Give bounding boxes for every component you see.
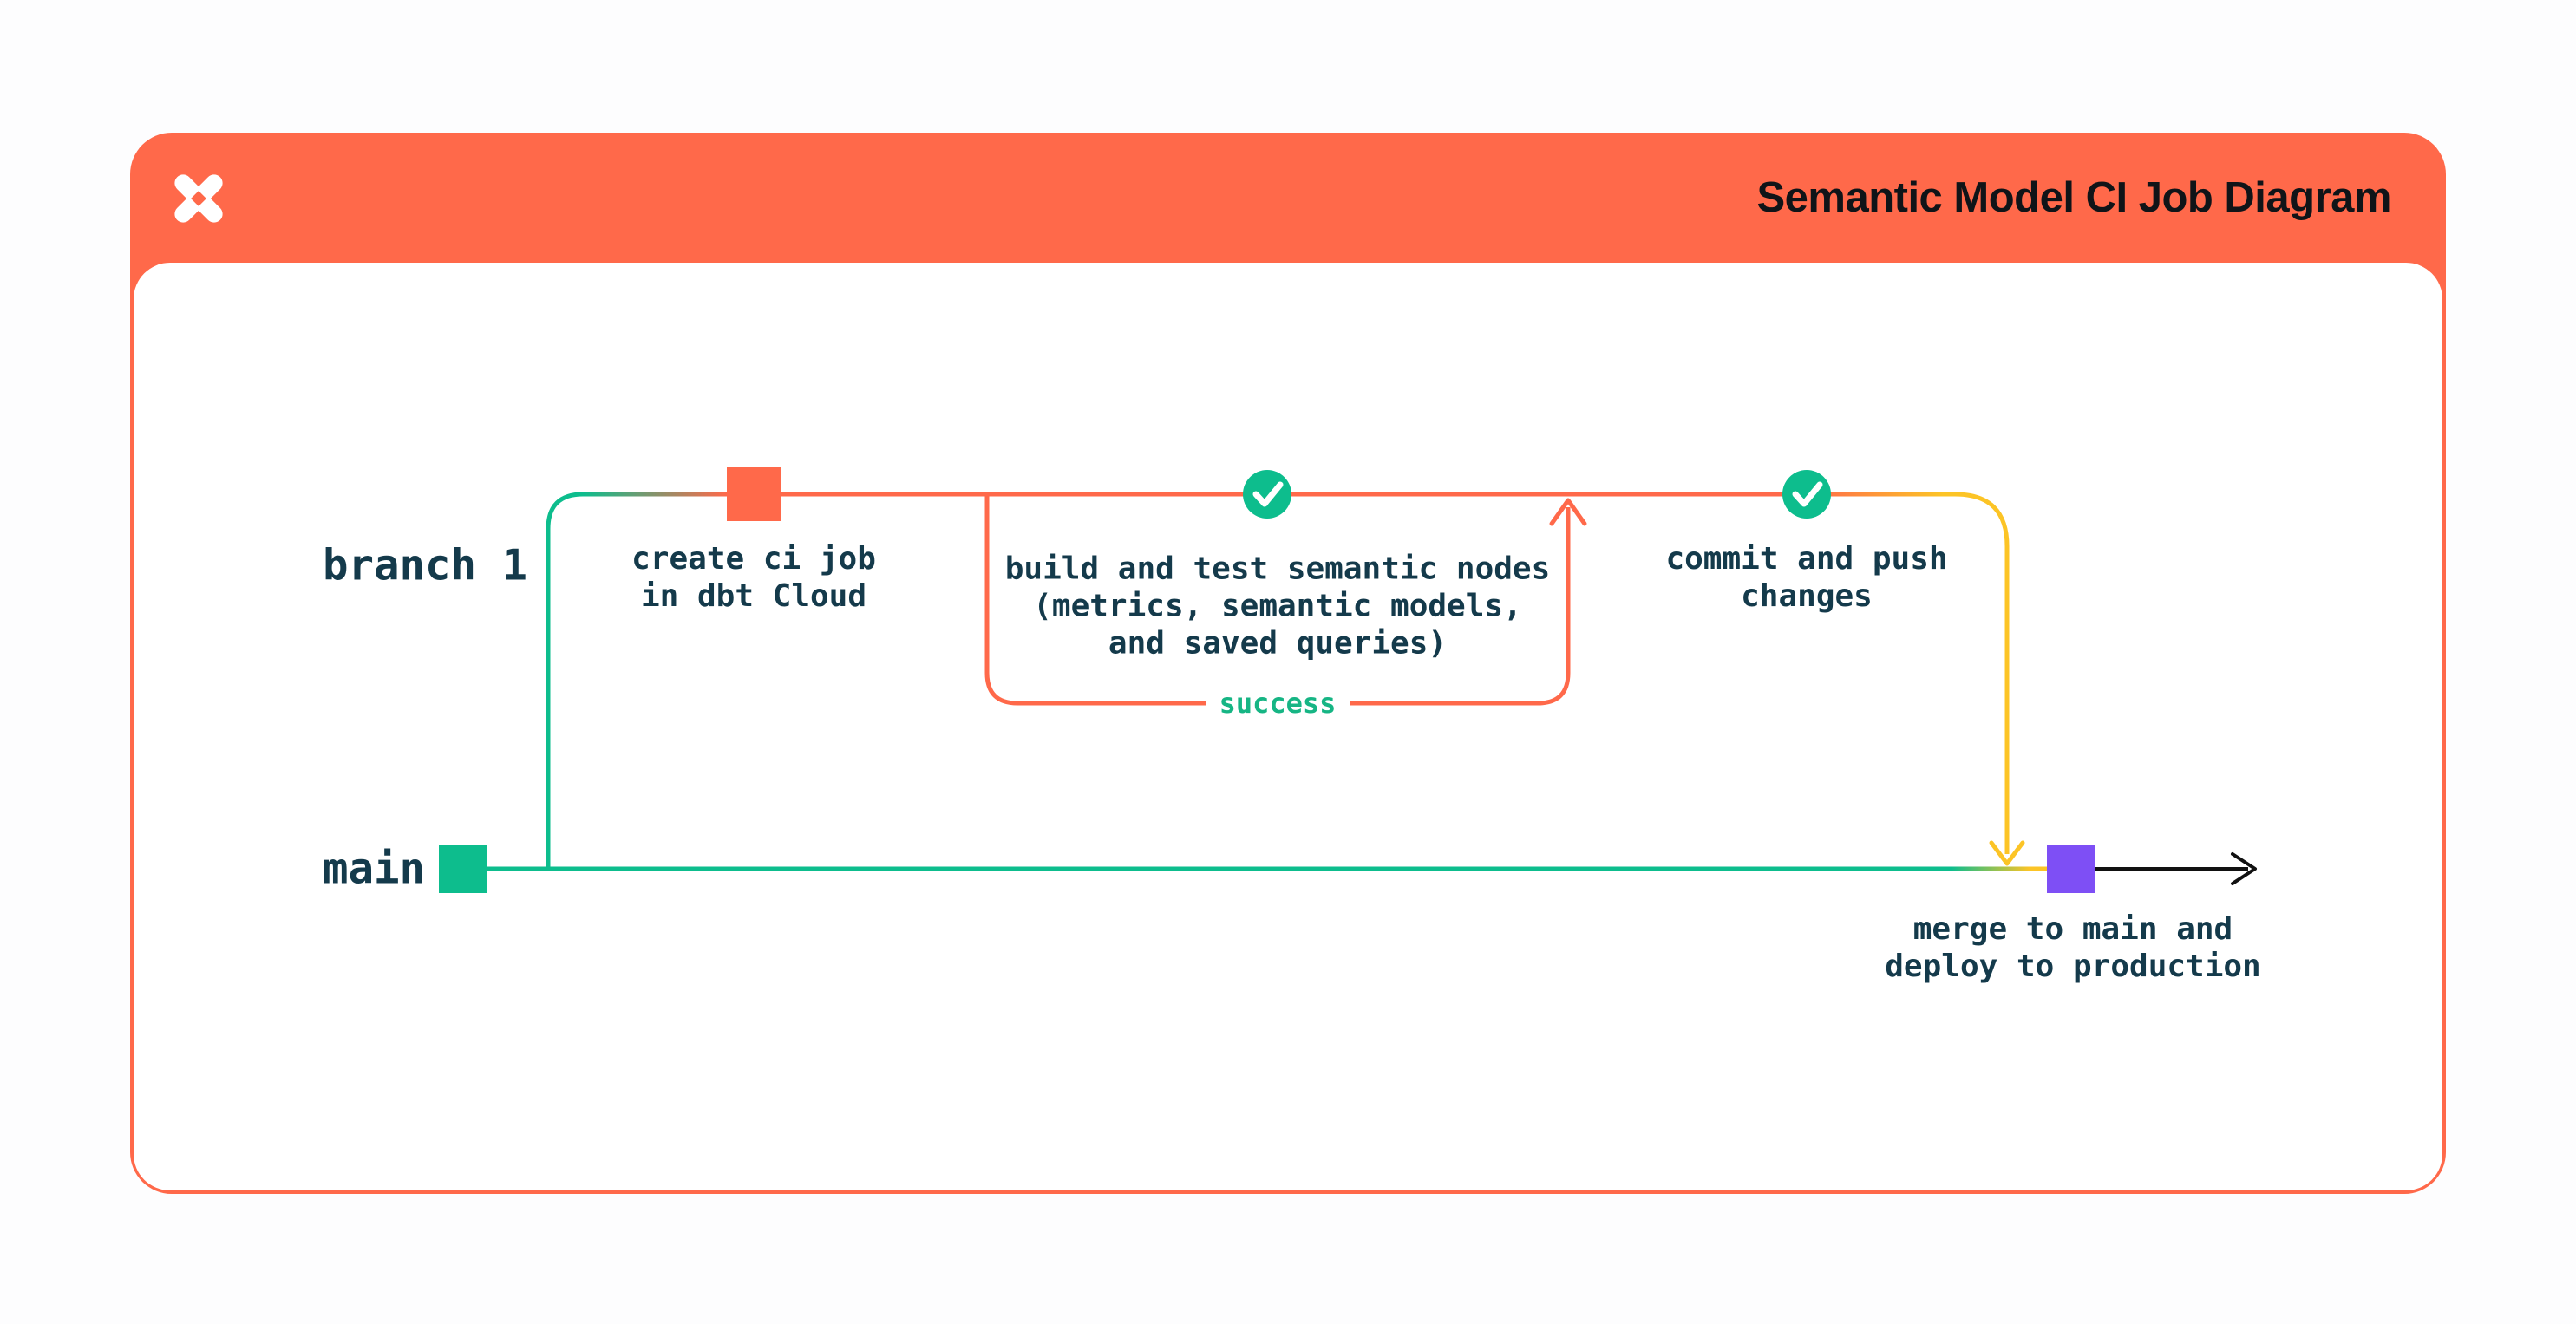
- diagram-card: Semantic Model CI Job Diagram: [130, 133, 2446, 1194]
- main-label: main: [323, 844, 426, 894]
- branch-fork-line: [546, 492, 584, 869]
- deploy-arrowhead-icon: [2231, 852, 2257, 885]
- success-label: success: [1206, 687, 1349, 720]
- merge-commit-square: [2047, 845, 2095, 893]
- commit-push-label: commit and push changes: [1665, 541, 1948, 614]
- build-test-check-icon: [1243, 470, 1291, 519]
- dbt-logo-icon: [174, 174, 223, 223]
- main-commit-square: [439, 845, 487, 893]
- merge-down-arrowhead-icon: [1989, 840, 2025, 866]
- ci-loop-up-arrowhead-icon: [1549, 498, 1587, 526]
- ci-loop-right-line: [1350, 507, 1571, 706]
- card-header: Semantic Model CI Job Diagram: [130, 133, 2446, 263]
- merge-deploy-label: merge to main and deploy to production: [1885, 911, 2261, 984]
- create-ci-job-label: create ci job in dbt Cloud: [631, 541, 876, 614]
- create-ci-commit-square: [727, 467, 781, 521]
- build-test-label: build and test semantic nodes (metrics, …: [1004, 551, 1551, 662]
- ci-loop-left-line: [984, 496, 1206, 706]
- branch-1-label: branch 1: [323, 540, 528, 590]
- commit-push-check-icon: [1782, 470, 1831, 519]
- diagram-card-body: [134, 263, 2442, 1190]
- merge-down-line: [1943, 492, 2010, 854]
- page-title: Semantic Model CI Job Diagram: [1756, 174, 2391, 221]
